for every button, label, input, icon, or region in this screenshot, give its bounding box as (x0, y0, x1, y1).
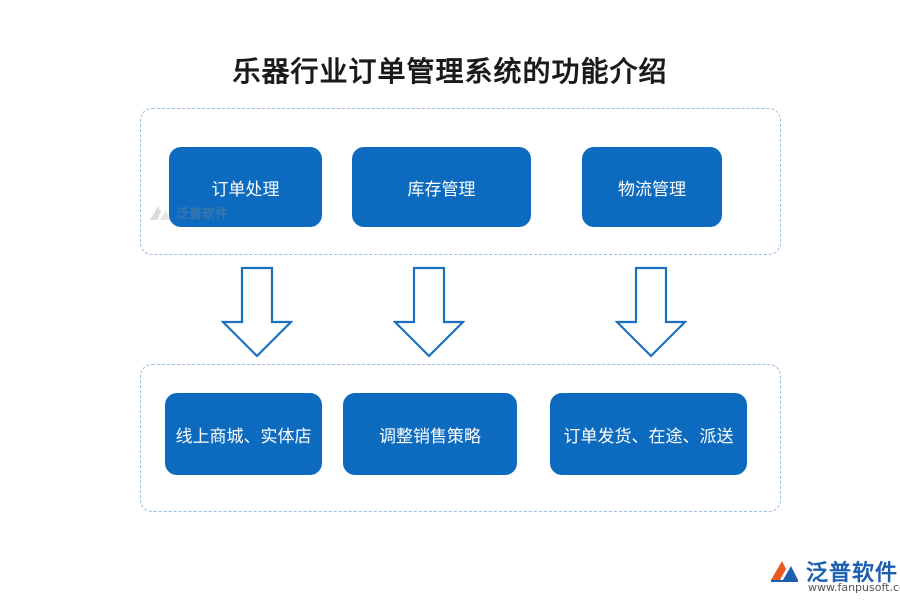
adjust-sales-strategy-box: 调整销售策略 (343, 393, 517, 475)
online-offline-store-label: 线上商城、实体店 (175, 426, 312, 447)
down-arrow-1-icon (221, 266, 293, 358)
online-offline-store-box: 线上商城、实体店 (165, 393, 322, 475)
brand-name: 泛普软件 (806, 561, 899, 586)
adjust-sales-strategy-label: 调整销售策略 (379, 426, 481, 447)
bottom-group-frame (140, 364, 781, 512)
brand-url: www.fanpusoft.com (808, 581, 900, 594)
diagram-title: 乐器行业订单管理系统的功能介绍 (232, 55, 668, 88)
watermark-logo-icon (150, 205, 170, 220)
order-shipping-label: 订单发货、在途、派送 (563, 426, 734, 447)
logistics-management-label: 物流管理 (618, 179, 686, 200)
watermark: 泛普软件 (148, 203, 228, 222)
logistics-management-box: 物流管理 (582, 147, 722, 227)
order-processing-box: 订单处理 (169, 147, 322, 227)
inventory-management-box: 库存管理 (352, 147, 531, 227)
brand-logo: 泛普软件 (768, 555, 898, 587)
watermark-text: 泛普软件 (176, 207, 229, 222)
fanpu-logo-icon (771, 561, 798, 582)
down-arrow-3-icon (615, 266, 687, 358)
top-group-frame (140, 108, 781, 255)
inventory-management-label: 库存管理 (407, 179, 476, 200)
down-arrow-2-icon (393, 266, 465, 358)
order-shipping-box: 订单发货、在途、派送 (550, 393, 747, 475)
order-processing-label: 订单处理 (211, 179, 280, 200)
